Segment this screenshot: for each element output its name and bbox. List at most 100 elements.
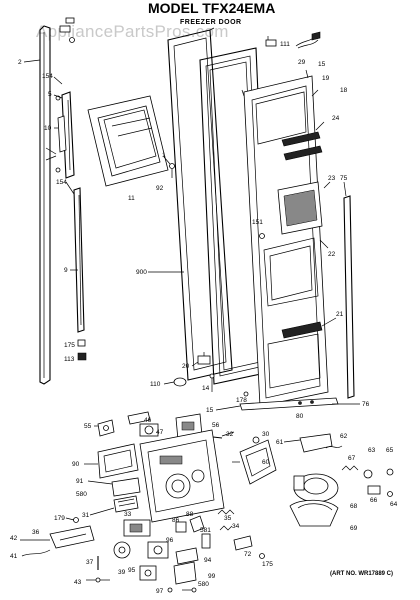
part-label: 91 <box>76 478 84 485</box>
part-label: 95 <box>128 567 136 574</box>
part-housing-90 <box>97 443 139 479</box>
part-63-spacer <box>363 469 373 479</box>
part-113-cap <box>77 352 87 361</box>
part-41-wire <box>21 549 51 557</box>
part-label: 56 <box>212 422 220 429</box>
part-label: 113 <box>64 356 75 363</box>
part-label: 68 <box>350 503 358 510</box>
part-86-switch <box>175 521 187 533</box>
part-wire-harness <box>295 31 321 49</box>
part-179-screw <box>73 517 79 523</box>
part-label: 900 <box>136 269 147 276</box>
part-label: 151 <box>252 219 263 226</box>
part-92-screw <box>169 163 175 178</box>
part-178-clip <box>243 391 249 397</box>
part-label: 47 <box>156 429 164 436</box>
part-grid-31 <box>113 495 139 513</box>
part-label: 15 <box>206 407 214 414</box>
part-label: 32 <box>226 431 234 438</box>
part-label: 92 <box>156 185 164 192</box>
part-69-chute <box>289 499 339 527</box>
part-label: 178 <box>236 397 247 404</box>
part-67-spring <box>341 465 359 471</box>
part-label: 86 <box>172 517 180 524</box>
part-label: 179 <box>54 515 65 522</box>
part-94-plate <box>175 547 199 565</box>
part-label: 1 <box>162 152 166 159</box>
part-label: 31 <box>82 512 90 519</box>
part-55-cam <box>97 419 115 437</box>
part-label: 2 <box>18 59 22 66</box>
part-label: 64 <box>390 501 398 508</box>
part-label: 96 <box>166 537 174 544</box>
part-label: 29 <box>298 59 306 66</box>
part-label: 75 <box>340 175 348 182</box>
part-chute-60 <box>239 439 277 485</box>
part-dispenser-housing <box>139 429 225 523</box>
part-label: 581 <box>200 527 211 534</box>
part-label: 34 <box>232 523 240 530</box>
part-99-cover <box>173 561 197 585</box>
part-label: 580 <box>76 491 87 498</box>
part-label: 67 <box>348 455 356 462</box>
part-14-screw <box>209 373 215 392</box>
part-581-clip <box>201 533 211 549</box>
part-46-lever <box>127 411 151 425</box>
art-number: (ART NO. WR17889 C) <box>330 571 393 577</box>
part-33-block <box>123 519 151 537</box>
part-47-motor <box>139 423 159 437</box>
leader-lines <box>20 59 360 591</box>
part-label: 43 <box>74 579 82 586</box>
part-label: 41 <box>10 553 18 560</box>
part-label: 11 <box>128 195 135 202</box>
part-label: 76 <box>362 401 370 408</box>
part-label: 88 <box>186 511 194 518</box>
part-580-screw <box>191 587 197 593</box>
part-label: 33 <box>124 511 132 518</box>
part-label: 37 <box>86 559 94 566</box>
part-label: 24 <box>332 115 340 122</box>
watermark: AppliancePartsPros.com <box>36 22 229 41</box>
part-175-clip <box>259 553 265 559</box>
part-label: 14 <box>202 385 210 392</box>
part-label: 111 <box>280 41 290 48</box>
part-label: 580 <box>198 581 209 588</box>
part-label: 15 <box>318 61 326 68</box>
part-label: 30 <box>262 431 270 438</box>
part-label: 69 <box>350 525 358 532</box>
part-label: 60 <box>262 459 270 466</box>
part-label: 62 <box>340 433 348 440</box>
part-label: 65 <box>386 447 394 454</box>
diagram-subtitle: FREEZER DOOR <box>180 19 242 26</box>
part-label: 18 <box>340 87 348 94</box>
part-72-lever <box>233 535 253 551</box>
part-label: 20 <box>182 363 190 370</box>
part-64-screw <box>387 491 393 497</box>
part-151-screw <box>259 233 265 239</box>
part-label: 55 <box>84 423 92 430</box>
part-95-motor <box>139 565 157 581</box>
part-label: 46 <box>144 417 152 424</box>
part-39-gear <box>113 541 131 559</box>
part-175-cap <box>77 339 86 347</box>
part-label: 97 <box>156 588 164 595</box>
part-label: 63 <box>368 447 376 454</box>
part-label: 90 <box>72 461 80 468</box>
part-35-spring <box>217 509 235 515</box>
part-label: 22 <box>328 251 336 258</box>
part-label: 39 <box>118 569 126 576</box>
part-gasket-strip <box>39 25 51 385</box>
part-61-funnel <box>299 433 333 453</box>
part-36-bracket <box>49 525 95 549</box>
part-labels: 2 154 5 10 154 9 175 113 1 92 11 900 111… <box>10 41 398 595</box>
part-dispenser-frame <box>87 95 169 187</box>
part-34-spring <box>219 525 233 531</box>
part-66-coupling <box>367 485 381 495</box>
part-label: 9 <box>64 267 68 274</box>
part-30-clip <box>252 436 260 444</box>
part-label: 66 <box>370 497 378 504</box>
part-65-nut <box>386 468 394 476</box>
part-hinge-20 <box>197 352 211 365</box>
part-label: 10 <box>44 125 52 132</box>
